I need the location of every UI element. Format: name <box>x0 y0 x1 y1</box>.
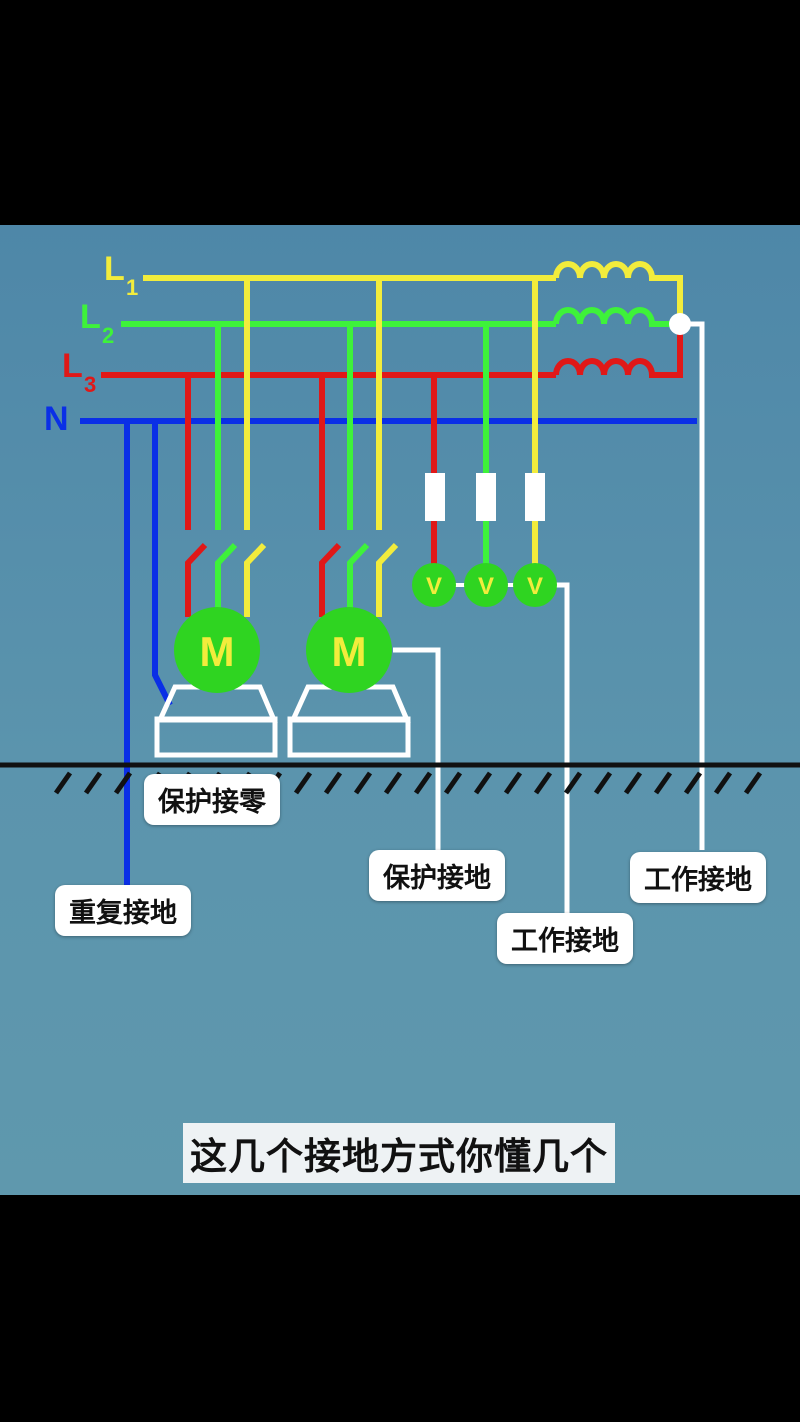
protective-ground-wire <box>393 647 441 850</box>
n-letter: N <box>44 400 69 438</box>
voltmeter-3 <box>513 563 557 607</box>
motor2-switch-l1 <box>376 542 399 617</box>
label-protective-neutral: 保护接零 <box>144 774 280 825</box>
voltmeter-2-label: V <box>478 573 494 600</box>
l1-letter: L <box>104 250 125 288</box>
motor1-label: M <box>200 628 235 675</box>
motor2-switch-l3 <box>319 542 342 617</box>
voltmeter-1-label: V <box>426 573 442 600</box>
motor1-circle <box>174 607 260 693</box>
label-work-ground-transformer: 工作接地 <box>630 852 766 903</box>
motor2-switch-l2 <box>347 542 370 617</box>
neutral-point <box>669 313 691 335</box>
l3-letter: L <box>62 347 83 385</box>
motor1-switch-l1 <box>244 542 267 617</box>
subtitle-caption: 这几个接地方式你懂几个 <box>183 1123 615 1183</box>
fuse-l1 <box>525 473 545 521</box>
protective-neutral-wire <box>152 421 173 707</box>
motor2-circle <box>306 607 392 693</box>
transformer-coil-l3 <box>553 325 683 378</box>
motor2-label: M <box>332 628 367 675</box>
transformer-coil-l2 <box>553 307 680 327</box>
diagram-panel: L 1 L 2 L 3 N M M V V <box>0 225 800 1195</box>
voltmeter-2 <box>464 563 508 607</box>
voltmeter-1 <box>412 563 456 607</box>
l1-sub: 1 <box>126 275 138 300</box>
transformer-coil-l1 <box>553 261 683 325</box>
motor2-base <box>287 716 411 758</box>
l3-sub: 3 <box>84 372 96 397</box>
grounding-diagram: L 1 L 2 L 3 N M M V V <box>0 250 800 915</box>
label-repeat-ground: 重复接地 <box>55 885 191 936</box>
transformer-ground-wire <box>680 321 705 850</box>
voltmeter-3-label: V <box>527 573 543 600</box>
l2-sub: 2 <box>102 323 114 348</box>
label-work-ground-meters: 工作接地 <box>497 913 633 964</box>
label-protective-ground: 保护接地 <box>369 850 505 901</box>
work-ground-meter-wire <box>535 582 570 915</box>
fuse-l3 <box>425 473 445 521</box>
motor1-switch-l3 <box>185 542 208 617</box>
l2-letter: L <box>80 298 101 336</box>
motor1-switch-l2 <box>215 542 238 617</box>
fuse-l2 <box>476 473 496 521</box>
motor1-base <box>154 716 278 758</box>
